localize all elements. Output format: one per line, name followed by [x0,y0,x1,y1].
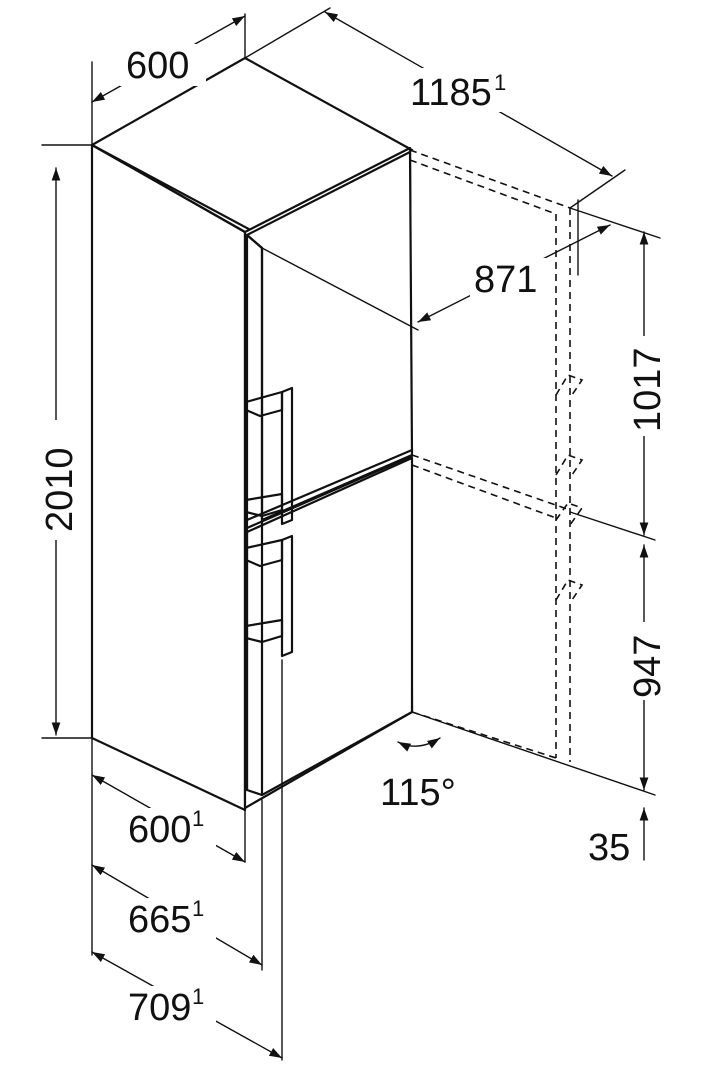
open-door-outline [409,149,584,762]
label-door-open-depth: 1185 [410,72,492,114]
label-door-angle: 115° [380,772,456,814]
label-upper-section: 1017 [627,347,669,432]
upper-handle [244,386,294,526]
label-height: 2010 [39,447,81,532]
label-plinth: 35 [588,827,630,869]
note-depth-with-handle: 1 [192,984,204,1009]
note-depth-with-door: 1 [192,896,204,921]
lower-handle [244,534,294,658]
fridge-side-face [90,143,247,812]
label-lower-section: 947 [627,635,669,698]
note-depth-body: 1 [192,806,204,831]
fridge-doors [245,150,419,797]
note-door-open-depth: 1 [494,70,506,95]
dimension-labels: 600 1185 1 871 2010 1017 947 35 115° 600… [34,44,669,1029]
label-door-depth: 871 [474,259,537,301]
label-top-width: 600 [126,45,189,87]
label-depth-with-handle: 709 [128,987,191,1029]
label-depth-body: 600 [128,809,191,851]
label-depth-with-door: 665 [128,899,191,941]
